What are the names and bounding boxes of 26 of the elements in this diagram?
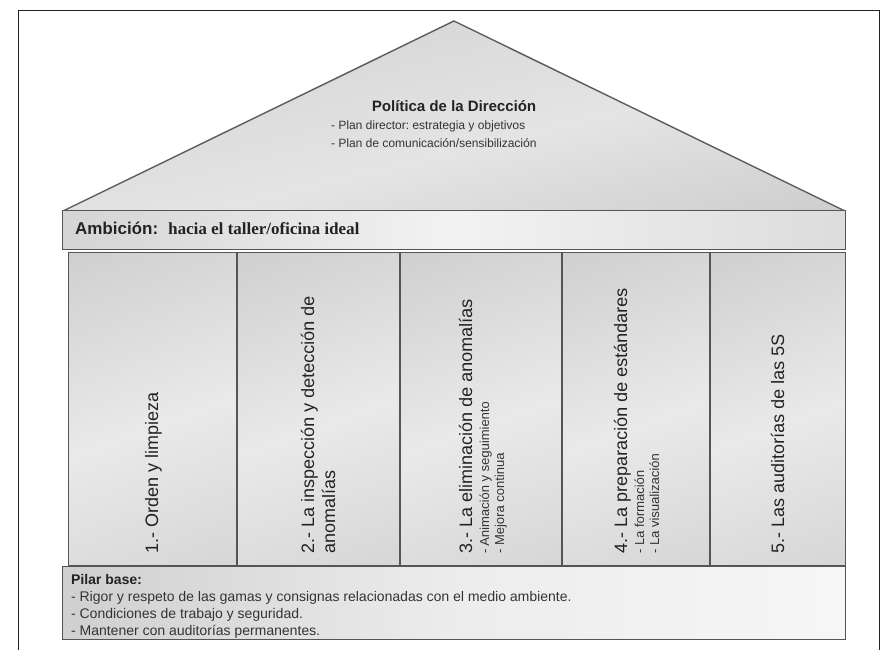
- pillar-column: [400, 252, 562, 566]
- pillar-title: 1.- Orden y limpieza: [142, 390, 163, 553]
- bullet-item: - Animación y seguimiento: [476, 400, 492, 553]
- pillar-column: [68, 252, 237, 566]
- pillar-column: [562, 252, 710, 566]
- ambition-label: Ambición:: [75, 219, 158, 238]
- base-heading: Pilar base:: [71, 571, 142, 588]
- pillar-title: 3.- La eliminación de anomalías: [456, 298, 476, 553]
- ambition-text: hacia el taller/oficina ideal: [168, 219, 360, 238]
- pillar-title: 2.- La inspección y detección de anomalías: [298, 294, 340, 553]
- bullet-item: - La visualización: [646, 452, 662, 553]
- bullet-item: - La formación: [632, 468, 646, 553]
- bullet-item: - Plan de comunicación/sensibilización: [331, 136, 538, 151]
- bullet-item: - Mejora continua: [492, 452, 506, 553]
- roof-heading: Política de la Dirección: [372, 98, 536, 115]
- bullet-item: - Rigor y respeto de las gamas y consignas relacionadas con el medio ambiente.: [71, 588, 572, 605]
- pillar-title: 5.- Las auditorías de las 5S: [768, 332, 788, 553]
- pillar-column: [710, 252, 846, 566]
- bullet-item: - Plan director: estrategia y objetivos: [331, 118, 526, 133]
- bullet-item: - Mantener con auditorías permanentes.: [71, 622, 320, 639]
- bullet-item: - Condiciones de trabajo y seguridad.: [71, 605, 303, 622]
- pillar-title: 4.- La preparación de estándares: [610, 286, 632, 553]
- base-slab: [62, 566, 846, 640]
- pillar-column: [237, 252, 400, 566]
- roof-triangle: [62, 20, 846, 212]
- ambition-band: [62, 210, 846, 250]
